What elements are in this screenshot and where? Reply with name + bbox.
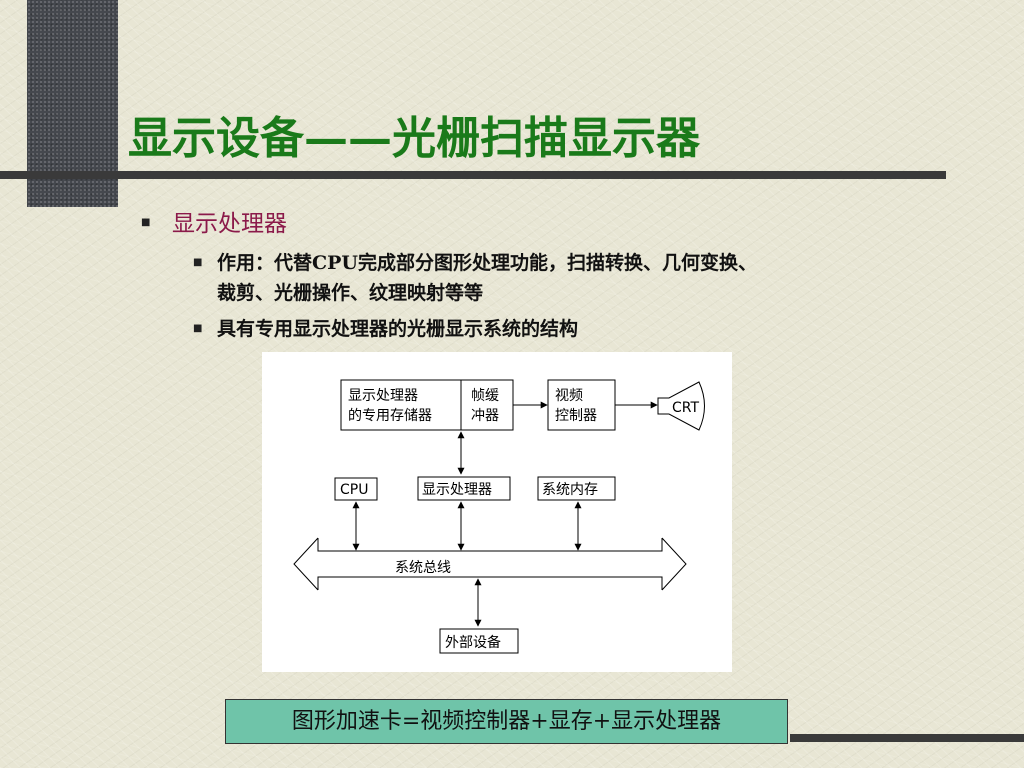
dp-memory-label-2: 的专用存储器 <box>348 408 432 424</box>
peripheral-label: 外部设备 <box>445 634 501 651</box>
dp-memory-box <box>340 379 462 431</box>
dp-memory-label-1: 显示处理器 <box>348 388 418 404</box>
graphics-card-note: 图形加速卡=视频控制器+显存+显示处理器 <box>225 699 788 744</box>
footer-bar <box>790 734 1024 742</box>
bullet-square-icon: ■ <box>193 257 203 268</box>
crt-shape <box>657 381 705 431</box>
frame-buffer-label-2: 冲器 <box>471 408 499 424</box>
peripheral-box <box>439 628 519 654</box>
system-bus-shape <box>293 537 687 591</box>
bullet-function-line-1: 作用：代替CPU完成部分图形处理功能，扫描转换、几何变换、 <box>217 252 757 274</box>
system-memory-label: 系统内存 <box>542 482 598 498</box>
bullet-function-text: 作用：代替CPU完成部分图形处理功能，扫描转换、几何变换、 裁剪、光栅操作、纹理… <box>217 248 757 308</box>
system-bus-label: 系统总线 <box>395 560 451 576</box>
bullet-function-line-2: 裁剪、光栅操作、纹理映射等等 <box>217 282 484 304</box>
video-controller-label-2: 控制器 <box>555 408 597 424</box>
bullet-square-icon: ■ <box>141 217 151 228</box>
raster-system-diagram: 显示处理器 的专用存储器 帧缓 冲器 视频 控制器 CRT CPU 显示处理器 … <box>262 352 732 672</box>
video-controller-label-1: 视频 <box>555 388 583 404</box>
bullet-display-processor: 显示处理器 <box>172 211 287 237</box>
display-processor-label: 显示处理器 <box>422 482 492 498</box>
display-processor-box <box>417 476 511 501</box>
title-underline-bar <box>0 171 946 179</box>
bullet-square-icon: ■ <box>193 323 203 334</box>
cpu-box <box>334 477 378 501</box>
crt-label: CRT <box>672 400 699 416</box>
cpu-label: CPU <box>340 482 368 498</box>
bullet-structure-text: 具有专用显示处理器的光栅显示系统的结构 <box>217 318 579 340</box>
slide-title: 显示设备——光栅扫描显示器 <box>128 113 700 164</box>
system-memory-box <box>537 476 616 501</box>
frame-buffer-label-1: 帧缓 <box>471 388 499 404</box>
